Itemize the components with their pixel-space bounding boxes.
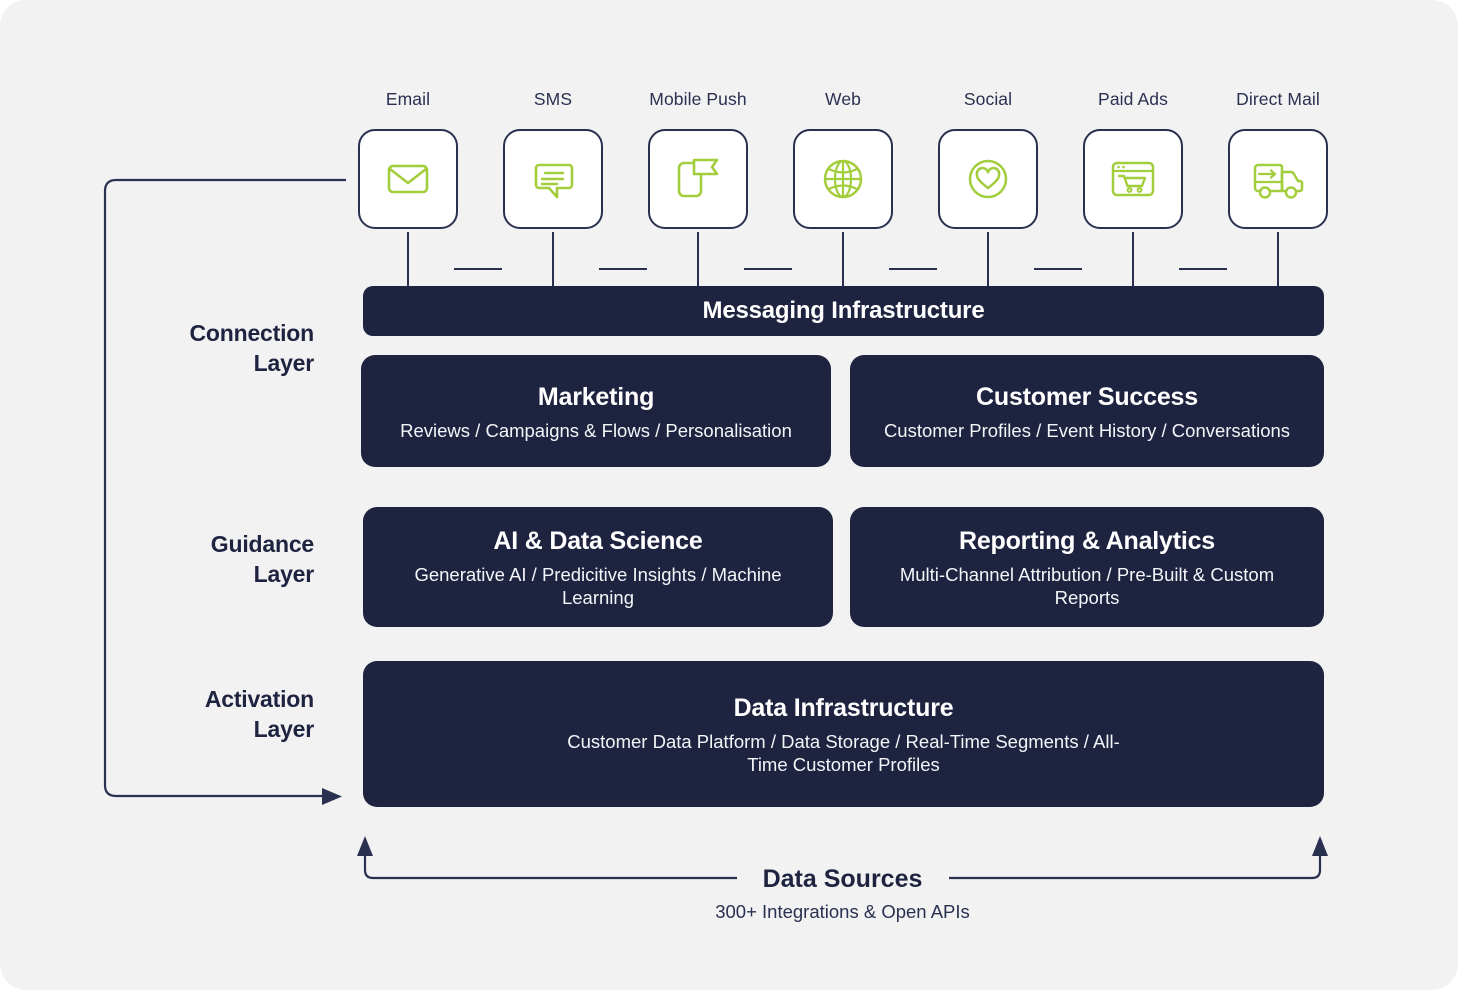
footer-title: Data Sources xyxy=(762,865,923,893)
channel-email[interactable]: Email xyxy=(358,88,458,229)
channel-label: Email xyxy=(385,89,431,109)
customer-success-box[interactable]: Customer Success Customer Profiles / Eve… xyxy=(850,355,1324,467)
layer-label-line2: Layer xyxy=(253,350,315,376)
channel-web[interactable]: Web xyxy=(793,88,893,229)
channel-tile[interactable] xyxy=(1083,129,1183,229)
channel-sms[interactable]: SMS xyxy=(503,88,603,229)
channel-label: Paid Ads xyxy=(1098,89,1168,109)
layer-label-connection: Connection Layer xyxy=(94,318,315,378)
box-subtitle: Customer Data Platform / Data Storage / … xyxy=(567,731,1120,775)
layer-label-line1: Guidance xyxy=(210,531,314,557)
channel-tile[interactable] xyxy=(503,129,603,229)
channel-label: Web xyxy=(825,89,861,109)
layer-label-line2: Layer xyxy=(253,561,315,587)
footer-subtitle: 300+ Integrations & Open APIs xyxy=(715,901,970,922)
channel-label: SMS xyxy=(533,89,573,109)
channel-label: Social xyxy=(963,89,1013,109)
tile-drop-line xyxy=(407,232,409,288)
channel-social[interactable]: Social xyxy=(938,88,1038,229)
channel-tile[interactable] xyxy=(648,129,748,229)
box-subtitle: Reviews / Campaigns & Flows / Personalis… xyxy=(400,419,792,441)
channel-tile[interactable] xyxy=(358,129,458,229)
chat-bubble-icon xyxy=(534,163,574,199)
channel-tiles: Email SMS Mobile Push xyxy=(358,88,1328,270)
layer-label-guidance: Guidance Layer xyxy=(94,529,314,589)
box-title: Marketing xyxy=(537,382,655,411)
tile-connector xyxy=(599,268,647,270)
box-title: Reporting & Analytics xyxy=(958,527,1216,555)
channel-label: Direct Mail xyxy=(1236,89,1320,109)
push-notification-flag-icon xyxy=(677,158,719,198)
delivery-truck-icon xyxy=(1253,163,1304,199)
tile-drop-line xyxy=(987,232,989,288)
ai-data-science-box[interactable]: AI & Data Science Generative AI / Predic… xyxy=(363,507,833,627)
data-sources-footer: Data Sources 300+ Integrations & Open AP… xyxy=(355,826,1330,926)
messaging-infrastructure-box[interactable]: Messaging Infrastructure xyxy=(363,286,1324,336)
tile-drop-line xyxy=(697,232,699,288)
browser-shopping-cart-icon xyxy=(1111,161,1155,197)
tile-drop-line xyxy=(1277,232,1279,288)
tile-connector xyxy=(1179,268,1227,270)
channel-paid-ads[interactable]: Paid Ads xyxy=(1083,88,1183,229)
feedback-loop-arrow xyxy=(103,178,346,805)
tile-drop-line xyxy=(842,232,844,288)
layer-label-line1: Connection xyxy=(189,320,315,346)
tile-drop-line xyxy=(552,232,554,288)
tile-connector xyxy=(454,268,502,270)
layer-label-line1: Activation xyxy=(204,686,314,712)
reporting-analytics-box[interactable]: Reporting & Analytics Multi-Channel Attr… xyxy=(850,507,1324,627)
box-title: Data Infrastructure xyxy=(733,694,954,722)
box-subtitle: Customer Profiles / Event History / Conv… xyxy=(883,419,1291,441)
channel-tile[interactable] xyxy=(793,129,893,229)
layer-label-line2: Layer xyxy=(253,716,315,742)
channel-direct-mail[interactable]: Direct Mail xyxy=(1228,88,1328,229)
marketing-box[interactable]: Marketing Reviews / Campaigns & Flows / … xyxy=(361,355,831,467)
box-subtitle: Generative AI / Predicitive Insights / M… xyxy=(414,564,782,608)
tile-connector xyxy=(889,268,937,270)
channel-tile[interactable] xyxy=(1228,129,1328,229)
tile-drop-line xyxy=(1132,232,1134,288)
data-infrastructure-box[interactable]: Data Infrastructure Customer Data Platfo… xyxy=(363,661,1324,807)
channel-tile[interactable] xyxy=(938,129,1038,229)
data-sources-bracket xyxy=(357,836,1328,880)
box-subtitle: Multi-Channel Attribution / Pre-Built & … xyxy=(899,564,1275,608)
channel-mobile-push[interactable]: Mobile Push xyxy=(648,88,748,229)
box-title: Messaging Infrastructure xyxy=(702,297,985,324)
box-title: Customer Success xyxy=(976,382,1198,411)
envelope-icon xyxy=(387,164,429,194)
layer-label-activation: Activation Layer xyxy=(94,684,314,744)
box-title: AI & Data Science xyxy=(493,527,703,555)
tile-connector xyxy=(744,268,792,270)
tile-connector xyxy=(1034,268,1082,270)
heart-circle-icon xyxy=(968,159,1008,199)
globe-icon xyxy=(823,159,863,199)
channel-label: Mobile Push xyxy=(649,89,747,109)
